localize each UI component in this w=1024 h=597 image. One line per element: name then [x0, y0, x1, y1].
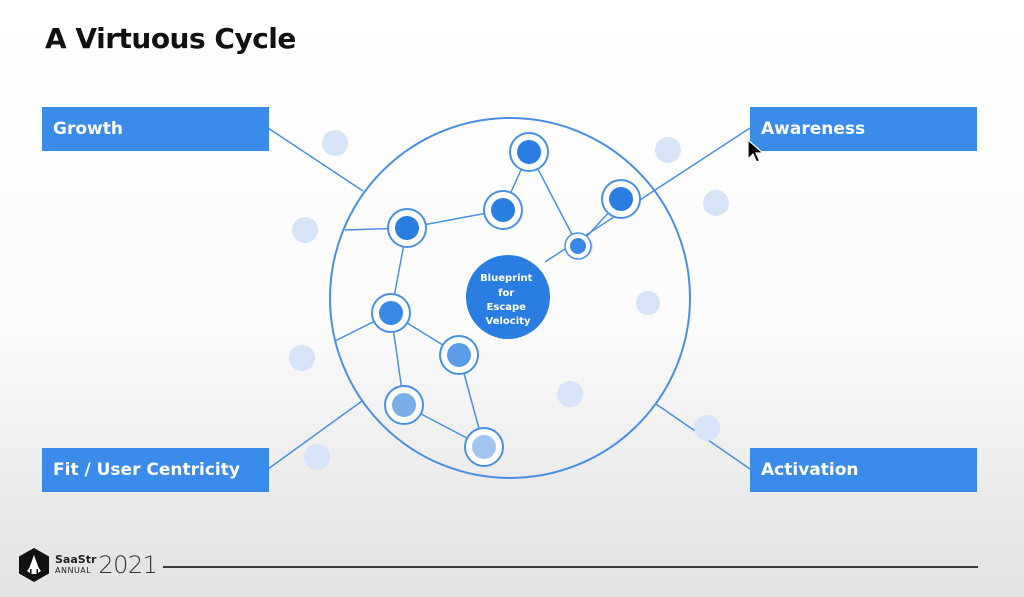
faint-dot [655, 137, 681, 163]
connector-growth [267, 127, 364, 192]
network-node [464, 427, 504, 467]
network-node [439, 335, 479, 375]
faint-dot [289, 345, 315, 371]
activation-label: Activation [750, 448, 977, 492]
brand-year: 2021 [98, 551, 158, 579]
network-node [384, 385, 424, 425]
svg-text:Blueprint for Escape: Blueprint for Escape Velocity [480, 273, 536, 327]
network-node [371, 293, 411, 333]
fit-user-centricity-label: Fit / User Centricity [42, 448, 269, 492]
faint-dot [703, 190, 729, 216]
center-line: Velocity [486, 316, 531, 327]
slide-title: A Virtuous Cycle [45, 22, 296, 55]
brand-sub: ANNUAL [55, 566, 92, 575]
faint-dot [636, 291, 660, 315]
faint-dot [694, 415, 720, 441]
network-node [601, 179, 641, 219]
network-node [509, 132, 549, 172]
awareness-label: Awareness [750, 107, 977, 151]
footer-divider [163, 566, 978, 568]
faint-dot [304, 444, 330, 470]
center-line: Blueprint [480, 273, 533, 284]
network-node [387, 208, 427, 248]
center-node [466, 255, 550, 339]
saastr-logo-icon [19, 548, 49, 582]
center-line: Escape [487, 302, 527, 313]
growth-label: Growth [42, 107, 269, 151]
network-node [483, 190, 523, 230]
network-nodes [371, 132, 641, 467]
footer-logo: SaaStr ANNUAL 2021 [18, 545, 158, 585]
cycle-ring [329, 117, 691, 479]
faint-dot [292, 217, 318, 243]
network-node [564, 232, 592, 260]
connector-fit [267, 400, 363, 470]
brand-name: SaaStr [55, 553, 97, 566]
mouse-pointer-icon [747, 139, 765, 163]
faint-dot [322, 130, 348, 156]
faint-dot [557, 381, 583, 407]
center-line: for [498, 288, 514, 299]
